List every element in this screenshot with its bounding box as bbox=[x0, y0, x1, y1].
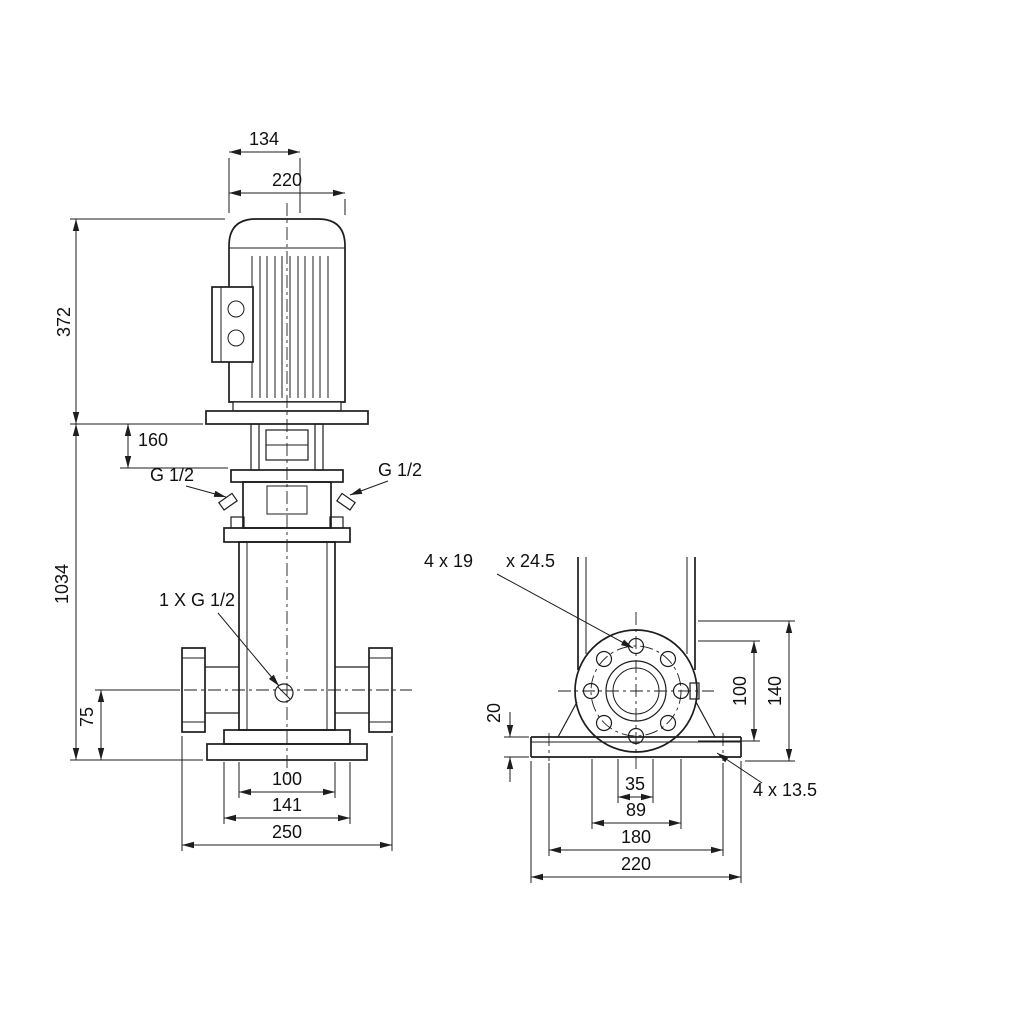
staybolt-nut-left bbox=[230, 516, 245, 529]
dim-134: 134 bbox=[228, 129, 301, 213]
dim-140-label: 140 bbox=[765, 676, 785, 706]
flange-bolt-holes bbox=[582, 637, 690, 745]
label-drain: 1 X G 1/2 bbox=[159, 590, 280, 687]
dim-250: 250 bbox=[181, 736, 393, 851]
vent-plug-right bbox=[336, 492, 356, 511]
dim-220: 220 bbox=[229, 170, 346, 215]
base-holes-label: 4 x 13.5 bbox=[753, 780, 817, 800]
gland-hole-top bbox=[227, 300, 245, 318]
vent-plug-left bbox=[218, 492, 238, 511]
side-body bbox=[557, 557, 716, 738]
dim-160-label: 160 bbox=[138, 430, 168, 450]
label-base-holes: 4 x 13.5 bbox=[716, 752, 817, 800]
label-port-left: G 1/2 bbox=[150, 465, 227, 498]
staybolt-nut-right bbox=[329, 516, 344, 529]
dim-220-side: 220 bbox=[530, 761, 742, 883]
dim-100-side-label: 100 bbox=[730, 676, 750, 706]
dim-180: 180 bbox=[548, 763, 724, 856]
flange-lug bbox=[689, 682, 700, 700]
dim-100-side: 100 bbox=[698, 640, 760, 742]
bolt-circle bbox=[590, 645, 682, 737]
flange-holes-depth-label: x 24.5 bbox=[506, 551, 555, 571]
side-view: 4 x 19 x 24.5 20 100 140 35 bbox=[424, 551, 817, 883]
dim-180-label: 180 bbox=[621, 827, 651, 847]
dim-20-label: 20 bbox=[484, 703, 504, 723]
dim-134-label: 134 bbox=[249, 129, 279, 149]
drain-plug bbox=[274, 683, 294, 703]
dim-160: 160 bbox=[120, 424, 228, 469]
front-view: 134 220 372 160 G 1/2 G 1/2 bbox=[52, 129, 422, 851]
dim-220-side-label: 220 bbox=[621, 854, 651, 874]
dim-89-label: 89 bbox=[626, 800, 646, 820]
dim-140: 140 bbox=[698, 620, 795, 762]
terminal-box bbox=[211, 286, 254, 363]
dim-141-label: 141 bbox=[272, 795, 302, 815]
suction-flange bbox=[181, 647, 239, 733]
dim-1034: 1034 bbox=[52, 424, 203, 761]
dim-75: 75 bbox=[77, 689, 180, 760]
dim-100-front-label: 100 bbox=[272, 769, 302, 789]
dim-372: 372 bbox=[54, 218, 225, 425]
flange-outer-circle bbox=[574, 629, 698, 753]
dim-35-label: 35 bbox=[625, 774, 645, 794]
dim-141: 141 bbox=[223, 762, 351, 824]
dim-250-label: 250 bbox=[272, 822, 302, 842]
gland-hole-bottom bbox=[227, 329, 245, 347]
flange-holes-label: 4 x 19 bbox=[424, 551, 473, 571]
dim-35: 35 bbox=[617, 759, 654, 803]
motor-fins bbox=[251, 256, 329, 398]
drain-label: 1 X G 1/2 bbox=[159, 590, 235, 610]
flange-bore-circle bbox=[605, 660, 667, 722]
port-left-label: G 1/2 bbox=[150, 465, 194, 485]
dim-1034-label: 1034 bbox=[52, 564, 72, 604]
flange-raised-face-circle bbox=[612, 667, 660, 715]
dim-372-label: 372 bbox=[54, 307, 74, 337]
label-flange-holes: 4 x 19 x 24.5 bbox=[424, 551, 634, 649]
front-centerlines bbox=[160, 203, 412, 775]
side-base bbox=[530, 733, 742, 761]
dim-20: 20 bbox=[484, 703, 529, 782]
label-port-right: G 1/2 bbox=[349, 460, 422, 496]
dim-89: 89 bbox=[591, 759, 682, 829]
motor bbox=[211, 218, 346, 403]
dim-75-label: 75 bbox=[77, 707, 97, 727]
dim-100-front: 100 bbox=[238, 762, 336, 798]
dim-220-label: 220 bbox=[272, 170, 302, 190]
pump-head bbox=[218, 469, 356, 543]
side-flange bbox=[574, 629, 700, 753]
port-right-label: G 1/2 bbox=[378, 460, 422, 480]
